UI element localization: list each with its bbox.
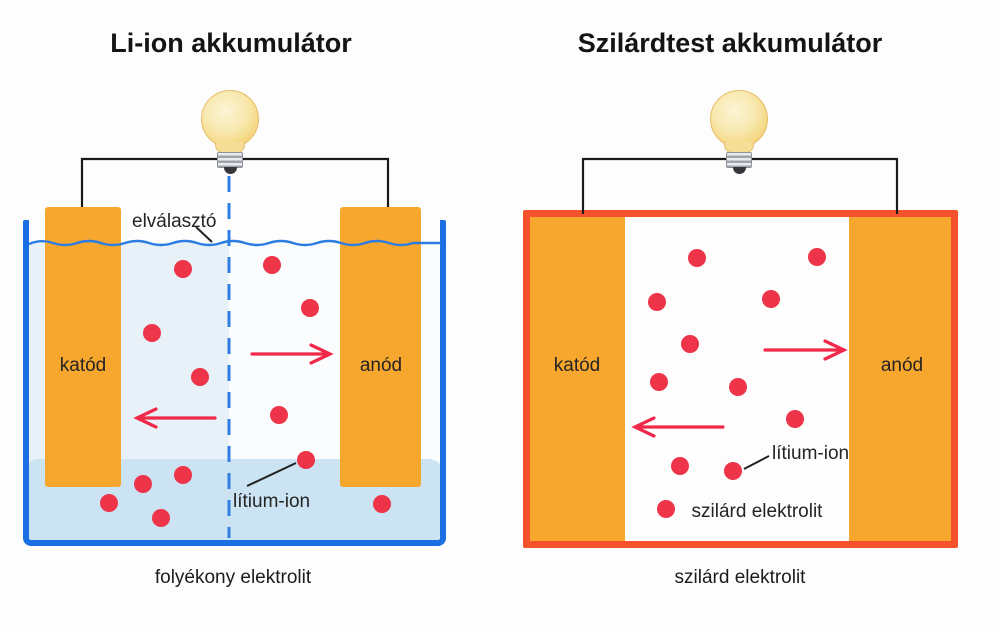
right-diagram-caption: szilárd elektrolit (674, 567, 806, 588)
left-diagram-title: Li-ion akkumulátor (110, 28, 352, 58)
right-diagram-anode-electrode (849, 217, 951, 541)
lithium-ion-dot (729, 378, 747, 396)
lithium-ion-dot (174, 466, 192, 484)
lithium-ion-dot (100, 494, 118, 512)
lithium-ion-dot (152, 509, 170, 527)
left-diagram-cathode-electrode (45, 207, 121, 487)
lithium-ion-dot (174, 260, 192, 278)
lithium-ion-dot (808, 248, 826, 266)
lithium-ion-dot (270, 406, 288, 424)
solid-electrolyte-label: szilárd elektrolit (691, 501, 823, 522)
light-bulb-icon (199, 90, 261, 174)
right-diagram-cathode-electrode (530, 217, 625, 541)
lithium-ion-dot (786, 410, 804, 428)
lithium-ion-dot (762, 290, 780, 308)
lithium-ion-dot (671, 457, 689, 475)
anode-label-left: anód (359, 355, 403, 376)
lithium-ion-dot (143, 324, 161, 342)
cathode-label-right: katód (553, 355, 601, 376)
bulb-contact-tip (223, 167, 237, 174)
bulb-contact-tip (732, 167, 746, 174)
anode-label-right: anód (880, 355, 924, 376)
lithium-ion-dot (688, 249, 706, 267)
lithium-ion-dot (301, 299, 319, 317)
lithium-ion-dot (724, 462, 742, 480)
separator-label: elválasztó (132, 211, 217, 232)
bulb-glass (201, 90, 259, 148)
lithium-ion-dot (134, 475, 152, 493)
lithium-ion-dot (191, 368, 209, 386)
lithium-ion-dot (263, 256, 281, 274)
left-diagram-anode-electrode (340, 207, 421, 487)
lithium-ion-dot (297, 451, 315, 469)
lithium-ion-dot (648, 293, 666, 311)
lithium-ion-dot (681, 335, 699, 353)
cathode-label-left: katód (59, 355, 107, 376)
lithium-ion-label-right: lítium-ion (772, 443, 850, 464)
left-diagram-caption: folyékony elektrolit (154, 567, 312, 588)
right-diagram-title: Szilárdtest akkumulátor (577, 28, 883, 58)
lithium-ion-label-left: lítium-ion (233, 491, 311, 512)
lithium-ion-dot (650, 373, 668, 391)
beaker-container (23, 220, 446, 546)
lithium-ion-dot (373, 495, 391, 513)
bulb-glass (710, 90, 768, 148)
lithium-ion-dot (657, 500, 675, 518)
light-bulb-icon (708, 90, 770, 174)
